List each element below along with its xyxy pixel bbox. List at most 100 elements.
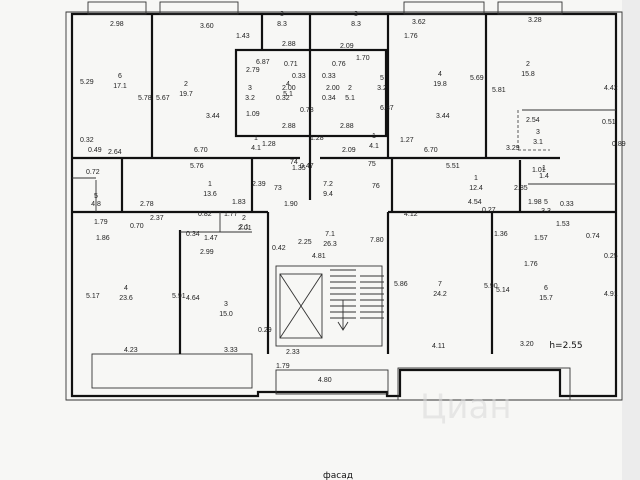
room-number: 3	[280, 11, 284, 18]
dimension-label: 4.64	[186, 295, 200, 302]
dimension-label: 1.47	[204, 235, 218, 242]
room-number: 4	[124, 285, 128, 292]
dimension-labels: 2.98 3.60 2.88 2.09 3.62 3.28 5.29 5.78 …	[80, 17, 626, 384]
dimension-label: 2.37	[150, 215, 164, 222]
dimension-label: 0.76	[332, 61, 346, 68]
height-note: h=2.55	[549, 341, 582, 351]
dimension-label: 2.25	[298, 239, 312, 246]
dimension-label: 1.01	[532, 167, 546, 174]
dimension-label: 0.34	[322, 95, 336, 102]
dimension-label: 3.44	[436, 113, 450, 120]
dashed-lines	[517, 110, 550, 151]
dimension-label: 2.88	[282, 123, 296, 130]
room-number: 1	[542, 165, 546, 172]
dimension-label: 0.47	[300, 163, 314, 170]
room-number: 6	[118, 73, 122, 80]
dimension-label: 5.86	[394, 281, 408, 288]
dimension-label: 6.70	[424, 147, 438, 154]
dimension-label: 5.76	[190, 163, 204, 170]
room-number: 2	[348, 85, 352, 92]
room-number: 1	[254, 135, 258, 142]
dimension-label: 1.70	[356, 55, 370, 62]
room-area: 23.6	[119, 295, 133, 302]
room-area: 3.2	[245, 95, 255, 102]
dimension-label: 1.76	[524, 261, 538, 268]
dimension-label: 0.70	[130, 223, 144, 230]
outer-walls	[65, 11, 623, 401]
dimension-label: 0.42	[272, 245, 286, 252]
dimension-label: 3.44	[206, 113, 220, 120]
dimension-label: 0.33	[322, 73, 336, 80]
room-area: 8.3	[277, 21, 287, 28]
dimension-label: 3.20	[520, 341, 534, 348]
facade-label: фасад	[323, 471, 353, 480]
room-labels: 6 17.1 2 19.7 3 8.3 3 8.3 4 19.8 2 15.8 …	[91, 11, 553, 318]
dimension-label: 6.87	[380, 105, 394, 112]
room-area: 3.1	[533, 139, 543, 146]
dimension-label: 0.82	[198, 211, 212, 218]
room-number: 3	[536, 129, 540, 136]
page-edge	[622, 0, 640, 480]
room-number: 2	[526, 61, 530, 68]
dimension-label: 4.54	[468, 199, 482, 206]
dimension-label: 1.90	[284, 201, 298, 208]
dimension-label: 3.33	[224, 347, 238, 354]
dimension-label: 0.78	[300, 107, 314, 114]
dimension-label: 0.32	[276, 95, 290, 102]
dimension-label: 2.09	[340, 43, 354, 50]
dimension-label: 2.00	[326, 85, 340, 92]
watermark: Циан	[420, 387, 512, 427]
dimension-label: 1.79	[94, 219, 108, 226]
dimension-label: 5.14	[496, 287, 510, 294]
dimension-label: 1.36	[494, 231, 508, 238]
dimension-label: 5.91	[172, 293, 186, 300]
dimension-label: 6.87	[256, 59, 270, 66]
dimension-label: 0.33	[292, 73, 306, 80]
room-area: 24.2	[433, 291, 447, 298]
dimension-label: 5.29	[80, 79, 94, 86]
dimension-label: 2.54	[526, 117, 540, 124]
dimension-label: 5.81	[492, 87, 506, 94]
dimension-label: 2.98	[110, 21, 124, 28]
dimension-label: 0.27	[482, 207, 496, 214]
dimension-label: 4.81	[312, 253, 326, 260]
room-area: 4.8	[91, 201, 101, 208]
dimension-label: 0.74	[586, 233, 600, 240]
dimension-label: 1.27	[400, 137, 414, 144]
dimension-label: 3.28	[528, 17, 542, 24]
dimension-label: 1.09	[246, 111, 260, 118]
dimension-label: 4.12	[404, 211, 418, 218]
dimension-label: 3.60	[200, 23, 214, 30]
dimension-label: 1.28	[310, 135, 324, 142]
dimension-label: 2.09	[342, 147, 356, 154]
room-area: 15.8	[521, 71, 535, 78]
dimension-label: 2.85	[514, 185, 528, 192]
room-number: 5	[94, 193, 98, 200]
dimension-label: 2.99	[200, 249, 214, 256]
dimension-label: 5.69	[470, 75, 484, 82]
dimension-label: 0.72	[86, 169, 100, 176]
dimension-label: 1.76	[404, 33, 418, 40]
dimension-label: 1.77	[224, 211, 238, 218]
room-area: 8.3	[351, 21, 361, 28]
dimension-label: 0.29	[258, 327, 272, 334]
dimension-label: 0.51	[602, 119, 616, 126]
dimension-label: 0.49	[88, 147, 102, 154]
dimension-label: 4.91	[604, 291, 618, 298]
dimension-label: 4.11	[432, 343, 445, 350]
room-number: 6	[544, 285, 548, 292]
room-area: 12.4	[469, 185, 483, 192]
dimension-label: 5.90	[484, 283, 498, 290]
balconies	[91, 353, 571, 401]
dimension-label: 1.83	[232, 199, 246, 206]
room-area: 19.8	[433, 81, 447, 88]
dimension-label: 75	[368, 161, 376, 168]
room-area: 4.1	[369, 143, 379, 150]
dimension-label: 1.86	[96, 235, 110, 242]
dimension-label: 5.67	[156, 95, 170, 102]
room-area: 15.7	[539, 295, 553, 302]
dimension-label: 2.78	[140, 201, 154, 208]
dimension-label: 0.34	[186, 231, 200, 238]
dimension-label: 0.89	[612, 141, 626, 148]
dimension-label: 5.17	[86, 293, 100, 300]
